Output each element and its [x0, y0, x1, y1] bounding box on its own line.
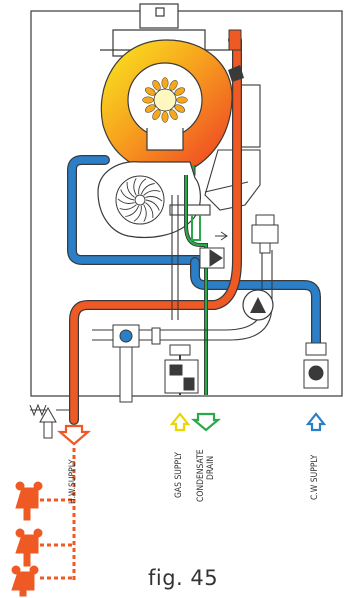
- burner-flame: [177, 97, 188, 103]
- flow-valve-icon: [113, 325, 160, 402]
- condensate-drain-arrow: [194, 414, 218, 430]
- burner-flame: [143, 97, 154, 103]
- figure-caption: fig. 45: [148, 566, 218, 590]
- condensate-label: CONDENSATE: [196, 449, 206, 502]
- gas-valve-icon: [165, 360, 198, 393]
- pump-icon: [243, 290, 273, 320]
- gas-supply-label: GAS SUPPLY: [174, 452, 184, 498]
- tap-icon: [12, 566, 38, 596]
- cw-supply-label: C.W SUPPLY: [310, 455, 320, 500]
- hw-supply-label: H.W.SUPPLY: [68, 459, 78, 504]
- tap-icon: [16, 529, 42, 566]
- diverter-valve-icon: [200, 232, 227, 268]
- drain-label: DRAIN: [206, 456, 216, 480]
- cw-inlet-valve-icon: [304, 343, 328, 388]
- gas-supply-arrow: [172, 414, 188, 430]
- air-vent-icon: [252, 215, 278, 253]
- burner-flame: [162, 112, 168, 123]
- tap-icon: [16, 482, 42, 520]
- cw-supply-arrow: [308, 414, 324, 430]
- burner-flame: [162, 78, 168, 89]
- hw-supply-arrow: [60, 426, 88, 444]
